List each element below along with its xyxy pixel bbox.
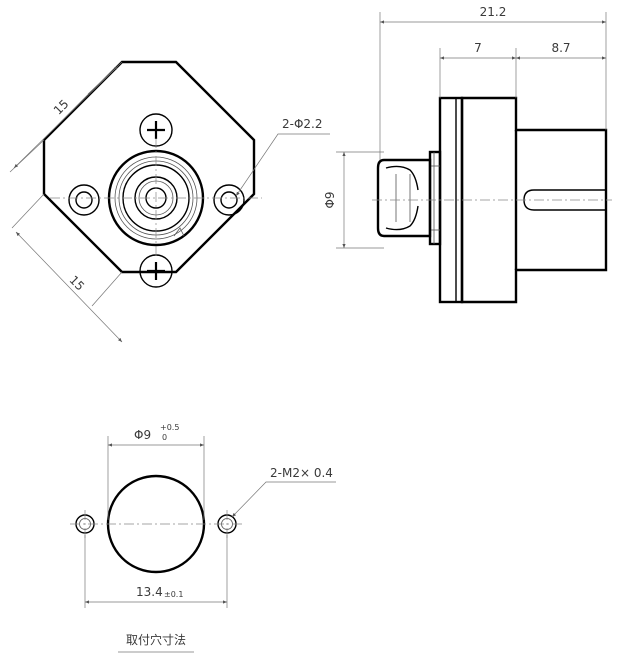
left-hole	[68, 184, 100, 216]
dim-hole-diameter: Φ9 +0.5 0	[107, 423, 205, 520]
right-hole	[213, 184, 245, 216]
body-outline	[460, 96, 608, 304]
dim-right: 8.7	[516, 41, 606, 60]
thread-callout: 2-M2× 0.4	[231, 466, 336, 518]
dim-right-label: 8.7	[551, 41, 570, 55]
dim-side-bottom-label: 15	[66, 273, 87, 294]
hole-pitch-tol: ±0.1	[164, 590, 183, 599]
front-view: 15 15 2-Φ2.2	[9, 60, 330, 343]
dim-left-label: 7	[474, 41, 482, 55]
side-view: 21.2 7 8.7 Φ9	[323, 5, 612, 304]
dim-left: 7	[439, 41, 517, 98]
dim-height-label: Φ9	[323, 191, 337, 208]
ferrule	[376, 158, 432, 238]
hole-callout-label: 2-Φ2.2	[282, 117, 323, 131]
hole-callout: 2-Φ2.2	[235, 117, 330, 197]
thread-callout-label: 2-M2× 0.4	[270, 466, 333, 480]
flange-outline	[42, 60, 256, 274]
hole-tol-lower: 0	[162, 433, 167, 442]
hole-diameter-label: Φ9	[134, 428, 151, 442]
dim-total: 21.2	[379, 5, 607, 160]
hole-tol-upper: +0.5	[160, 423, 179, 432]
mounting-hole-view: Φ9 +0.5 0 2-M2× 0.4 13.4 ±0.1 取付穴寸法	[70, 423, 336, 653]
dim-total-label: 21.2	[480, 5, 507, 19]
dim-hole-pitch: 13.4 ±0.1	[84, 535, 228, 608]
dim-15-upper: 15	[9, 61, 123, 173]
mounting-hole-caption: 取付穴寸法	[126, 632, 186, 647]
dim-height: Φ9	[323, 151, 384, 249]
hole-pitch-label: 13.4	[136, 585, 163, 599]
